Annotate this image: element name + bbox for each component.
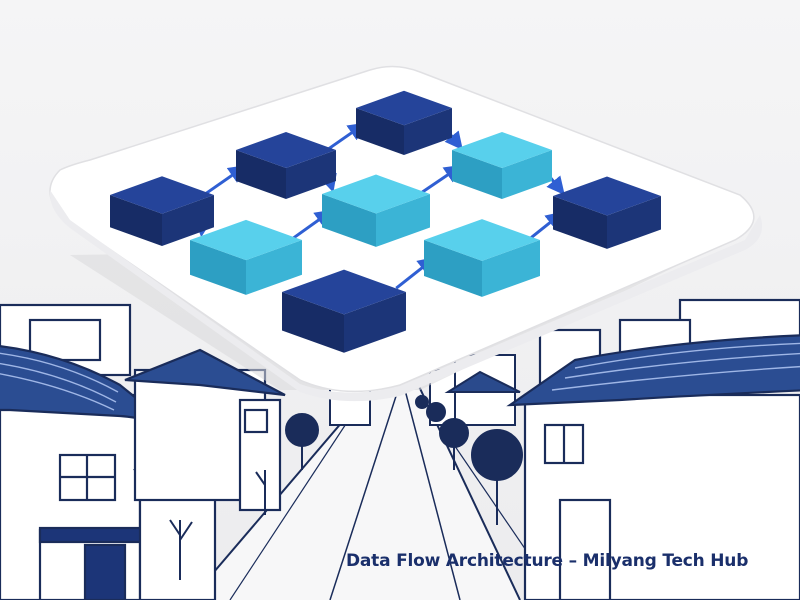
road-centerline — [329, 389, 399, 600]
block-b3 — [356, 90, 452, 156]
block-top — [424, 219, 540, 261]
block-b8 — [424, 219, 540, 297]
block-side-right — [502, 150, 552, 199]
door-right — [558, 498, 612, 600]
block-side-left — [424, 240, 482, 297]
block-side-left — [322, 194, 376, 247]
shop-door-left — [83, 543, 127, 600]
block-b5 — [322, 174, 430, 247]
block-side-left — [553, 196, 607, 249]
caption: Data Flow Architecture – Milyang Tech Hu… — [346, 551, 749, 571]
left-trees — [169, 413, 319, 580]
block-b7 — [282, 269, 406, 353]
block-b2 — [236, 132, 336, 199]
right-trees — [415, 395, 523, 525]
block-top — [282, 269, 406, 315]
left-buildings — [0, 303, 286, 600]
block-side-right — [344, 292, 406, 353]
mid-roof-right — [444, 370, 521, 393]
shop-awning-left — [38, 526, 147, 544]
block-top — [236, 132, 336, 168]
block-top — [110, 176, 214, 214]
block-side-right — [162, 195, 214, 246]
block-top — [553, 176, 661, 216]
block-side-right — [607, 196, 661, 249]
block-b6 — [452, 132, 552, 199]
hanok-right-roof — [506, 334, 800, 407]
roof-left-back — [124, 348, 286, 397]
blocks-layer — [110, 90, 661, 353]
small-building-left — [138, 483, 217, 600]
sidewalk-line-left — [229, 394, 366, 600]
block-top — [356, 90, 452, 126]
block-b4 — [190, 219, 302, 295]
block-top — [190, 219, 302, 261]
block-side-right — [286, 150, 336, 199]
block-b1 — [110, 176, 214, 246]
block-side-left — [190, 240, 246, 295]
road-lane-right — [404, 389, 461, 600]
block-side-left — [452, 150, 502, 199]
block-side-right — [404, 108, 452, 156]
road-surface — [190, 380, 520, 600]
right-buildings — [506, 298, 800, 600]
block-side-right — [482, 240, 540, 297]
block-top — [452, 132, 552, 168]
block-side-left — [110, 195, 162, 246]
block-side-left — [356, 108, 404, 156]
block-side-right — [246, 240, 302, 295]
block-side-right — [376, 194, 430, 247]
block-top — [322, 174, 430, 214]
block-side-left — [236, 150, 286, 199]
block-b9 — [553, 176, 661, 249]
platform-edge — [49, 190, 763, 402]
block-side-left — [282, 292, 344, 353]
